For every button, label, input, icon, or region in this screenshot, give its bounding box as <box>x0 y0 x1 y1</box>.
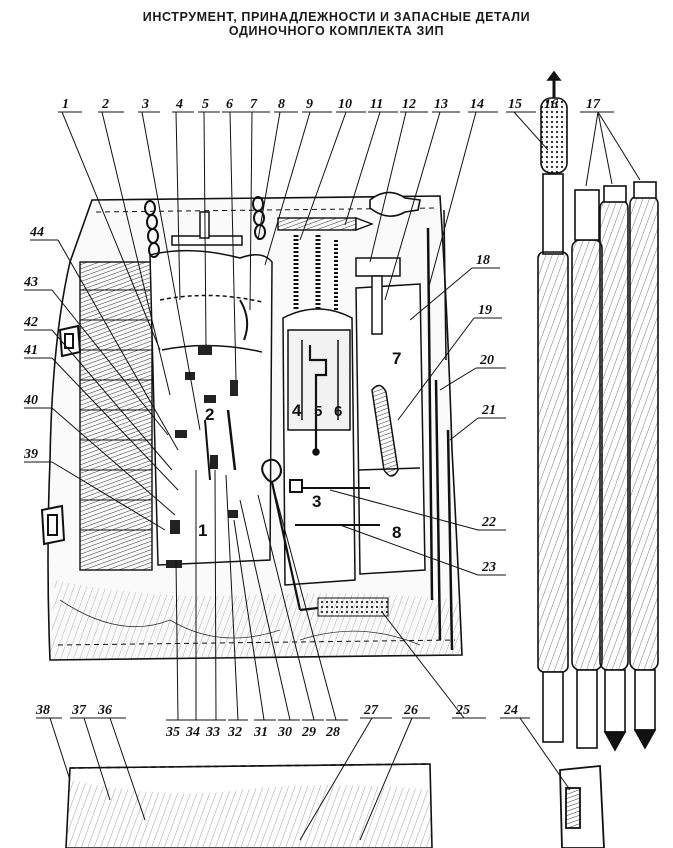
callout-15: 15 <box>508 97 522 112</box>
callout-3: 3 <box>141 97 149 112</box>
callout-44: 44 <box>29 225 44 240</box>
cleaning-brush <box>261 458 389 617</box>
callout-18: 18 <box>476 253 490 268</box>
callout-10: 10 <box>338 97 352 112</box>
callouts-left: 44 43 42 41 40 39 <box>23 225 44 462</box>
callout-33: 33 <box>205 725 220 740</box>
callout-19: 19 <box>478 303 492 318</box>
callout-32: 32 <box>227 725 242 740</box>
callout-25: 25 <box>455 703 470 718</box>
callout-29: 29 <box>301 725 316 740</box>
callouts-right: 18 19 20 21 22 23 <box>476 253 496 575</box>
callout-20: 20 <box>479 353 494 368</box>
callout-40: 40 <box>23 393 38 408</box>
pocket-numbers: 1 2 3 4 5 6 7 8 <box>198 349 401 542</box>
callout-13: 13 <box>434 97 448 112</box>
callout-6: 6 <box>226 97 233 112</box>
callout-37: 37 <box>71 703 87 718</box>
callout-35: 35 <box>165 725 180 740</box>
callout-11: 11 <box>370 97 383 112</box>
callout-21: 21 <box>481 403 496 418</box>
callout-9: 9 <box>306 97 313 112</box>
callout-1: 1 <box>62 97 69 112</box>
callout-14: 14 <box>470 97 484 112</box>
case-fragment-24 <box>559 765 605 848</box>
callouts-bottom: 35 34 33 32 31 30 29 28 25 24 <box>165 703 518 740</box>
pocket-number-6: 6 <box>334 403 342 420</box>
buckle-upper <box>58 324 82 358</box>
lower-bag-fragment <box>65 763 433 848</box>
diagram-title-line2: ОДИНОЧНОГО КОМПЛЕКТА ЗИП <box>228 24 445 38</box>
file-tool <box>277 216 374 232</box>
pocket-number-5: 5 <box>314 403 322 420</box>
pocket-number-3: 3 <box>312 492 321 511</box>
callouts-top: 1 2 3 4 5 6 7 8 9 10 11 12 13 14 15 16 1… <box>62 97 601 112</box>
callout-22: 22 <box>481 515 496 530</box>
tool-pocket-right <box>282 235 356 586</box>
callout-23: 23 <box>481 560 496 575</box>
callout-24: 24 <box>503 703 518 718</box>
callout-28: 28 <box>325 725 340 740</box>
callout-16: 16 <box>544 97 558 112</box>
callout-41: 41 <box>23 343 38 358</box>
pocket-number-7: 7 <box>392 349 401 368</box>
callout-34: 34 <box>185 725 200 740</box>
callout-36: 36 <box>97 703 112 718</box>
callout-39: 39 <box>23 447 38 462</box>
pocket-3-items <box>289 479 380 526</box>
leader-lines <box>24 111 641 841</box>
callout-4: 4 <box>175 97 183 112</box>
callout-43: 43 <box>23 275 38 290</box>
callout-12: 12 <box>402 97 416 112</box>
callouts-lower: 38 37 36 27 26 <box>35 703 418 718</box>
left-striped-flap <box>79 261 153 571</box>
callout-27: 27 <box>363 703 379 718</box>
diagram-title-line1: ИНСТРУМЕНТ, ПРИНАДЛЕЖНОСТИ И ЗАПАСНЫЕ ДЕ… <box>142 10 531 24</box>
callout-7: 7 <box>250 97 258 112</box>
callout-2: 2 <box>101 97 109 112</box>
buckle-lower <box>40 504 66 546</box>
callout-26: 26 <box>403 703 418 718</box>
callout-17: 17 <box>586 97 601 112</box>
callout-38: 38 <box>35 703 50 718</box>
callout-30: 30 <box>277 725 292 740</box>
pocket-number-8: 8 <box>392 523 401 542</box>
callout-8: 8 <box>278 97 285 112</box>
pocket-number-4: 4 <box>292 401 302 420</box>
callout-42: 42 <box>23 315 38 330</box>
cleaning-rod-sections <box>537 70 659 752</box>
callout-5: 5 <box>202 97 209 112</box>
callout-31: 31 <box>253 725 268 740</box>
pocket-number-2: 2 <box>205 405 214 424</box>
pocket-number-1: 1 <box>198 521 207 540</box>
